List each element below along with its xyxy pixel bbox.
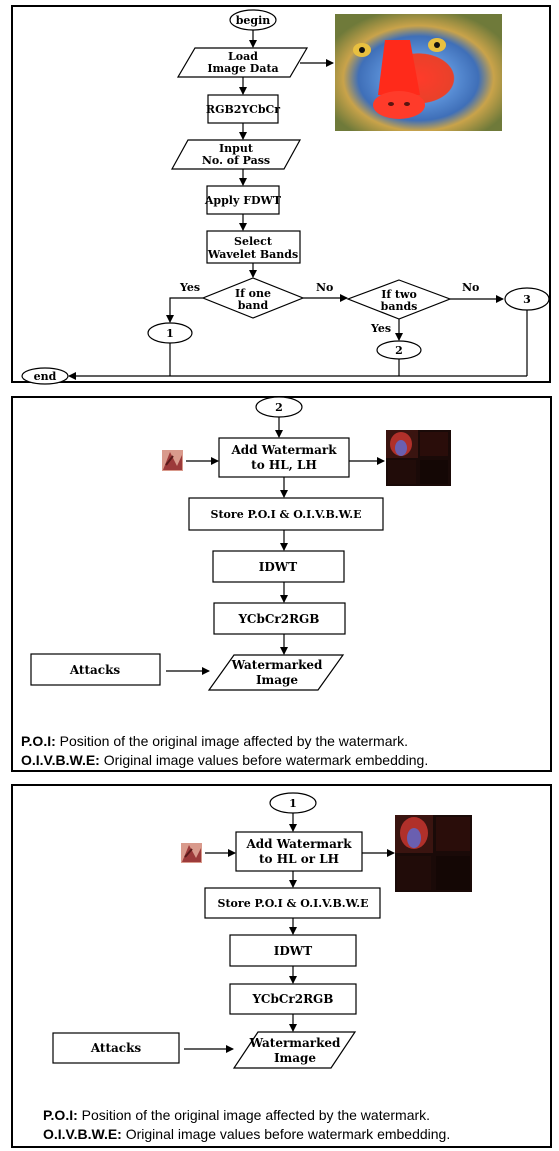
arrow-ifone-yes-conn1	[166, 297, 203, 323]
p3-add-label-line2: to HL or LH	[259, 852, 339, 866]
end-label: end	[34, 370, 57, 383]
p2-add-label-line2: to HL, LH	[251, 458, 317, 472]
p2-legend-poi-key: P.O.I:	[21, 733, 56, 749]
rgb2ycbcr-label: RGB2YCbCr	[206, 103, 280, 116]
input-passes-io	[170, 139, 302, 170]
p2-ycbcr2rgb-label: YCbCr2RGB	[238, 612, 320, 626]
connector-2-label: 2	[395, 344, 403, 357]
select-bands-process	[206, 230, 301, 264]
p2-wavelet-result-image	[386, 430, 451, 486]
begin-label: begin	[236, 14, 271, 27]
p2-attacks-label: Attacks	[69, 663, 121, 677]
p3-idwt-process	[229, 934, 357, 967]
p3-legend-poi-value: Position of the original image affected …	[78, 1107, 430, 1123]
p3-legend-oiv-key: O.I.V.B.W.E:	[43, 1126, 122, 1142]
p3-store-label: Store P.O.I & O.I.V.B.W.E	[218, 897, 369, 910]
end-terminal	[21, 367, 69, 385]
p3-ycbcr2rgb-label: YCbCr2RGB	[252, 992, 334, 1006]
p3-wm-label-line1: Watermarked	[249, 1036, 341, 1050]
p2-add-watermark-process	[218, 437, 350, 478]
p2-legend-oiv-key: O.I.V.B.W.E:	[21, 752, 100, 768]
p3-legend-oiv: O.I.V.B.W.E: Original image values befor…	[43, 1126, 450, 1142]
p2-watermark-thumbnail	[162, 450, 183, 471]
p2-idwt-process	[212, 550, 345, 583]
load-label-line1: Load	[228, 50, 258, 63]
panel2-connector-label: 2	[275, 401, 283, 414]
select-label-line1: Select	[234, 235, 273, 248]
p3-wm-label-line2: Image	[274, 1051, 316, 1065]
input-label-line1: Input	[219, 142, 254, 155]
p3-watermarked-image-io	[232, 1031, 357, 1069]
p2-wm-label-line1: Watermarked	[231, 658, 323, 672]
if-one-band-decision	[201, 277, 305, 319]
p2-store-process	[188, 497, 384, 531]
p2-legend-oiv: O.I.V.B.W.E: Original image values befor…	[21, 752, 428, 768]
no-label-mid: No	[316, 281, 333, 294]
connector-1-label: 1	[166, 327, 174, 340]
iftwo-label-line1: If two	[381, 288, 417, 301]
ifone-label-line1: If one	[235, 287, 271, 300]
p2-ycbcr2rgb-process	[213, 602, 346, 635]
p2-add-label-line1: Add Watermark	[230, 443, 337, 457]
p3-watermark-thumbnail	[181, 843, 202, 863]
p3-add-watermark-process	[235, 831, 363, 872]
p2-attacks-process	[30, 653, 161, 686]
yes-label-left: Yes	[179, 281, 200, 294]
p2-legend-poi: P.O.I: Position of the original image af…	[21, 733, 408, 749]
p3-add-label-line1: Add Watermark	[245, 837, 352, 851]
connector-3-label: 3	[523, 293, 531, 306]
p3-attacks-label: Attacks	[90, 1041, 142, 1055]
select-label-line2: Wavelet Bands	[207, 248, 298, 261]
rgb2ycbcr-process	[207, 94, 279, 124]
p3-legend-oiv-value: Original image values before watermark e…	[122, 1126, 450, 1142]
p3-ycbcr2rgb-process	[229, 983, 357, 1015]
p3-legend-poi-key: P.O.I:	[43, 1107, 78, 1123]
p2-store-label: Store P.O.I & O.I.V.B.W.E	[211, 508, 362, 521]
p2-legend-oiv-value: Original image values before watermark e…	[100, 752, 428, 768]
load-image-data-io	[176, 47, 309, 78]
iftwo-label-line2: bands	[381, 300, 418, 313]
ifone-label-line2: band	[238, 299, 269, 312]
p3-attacks-process	[52, 1032, 180, 1064]
p3-legend-poi: P.O.I: Position of the original image af…	[43, 1107, 430, 1123]
p2-watermarked-image-io	[207, 654, 345, 691]
p2-legend-poi-value: Position of the original image affected …	[56, 733, 408, 749]
yes-label-bottom: Yes	[370, 322, 391, 335]
panel3-connector-label: 1	[289, 797, 297, 810]
fdwt-label: Apply FDWT	[204, 194, 282, 207]
p2-wm-label-line2: Image	[256, 673, 298, 687]
p3-wavelet-result-image	[395, 815, 472, 892]
p3-idwt-label: IDWT	[274, 944, 312, 958]
mandrill-image	[335, 14, 502, 131]
p2-idwt-label: IDWT	[259, 560, 297, 574]
input-label-line2: No. of Pass	[202, 154, 270, 167]
no-label-right: No	[462, 281, 479, 294]
load-label-line2: Image Data	[207, 62, 278, 75]
